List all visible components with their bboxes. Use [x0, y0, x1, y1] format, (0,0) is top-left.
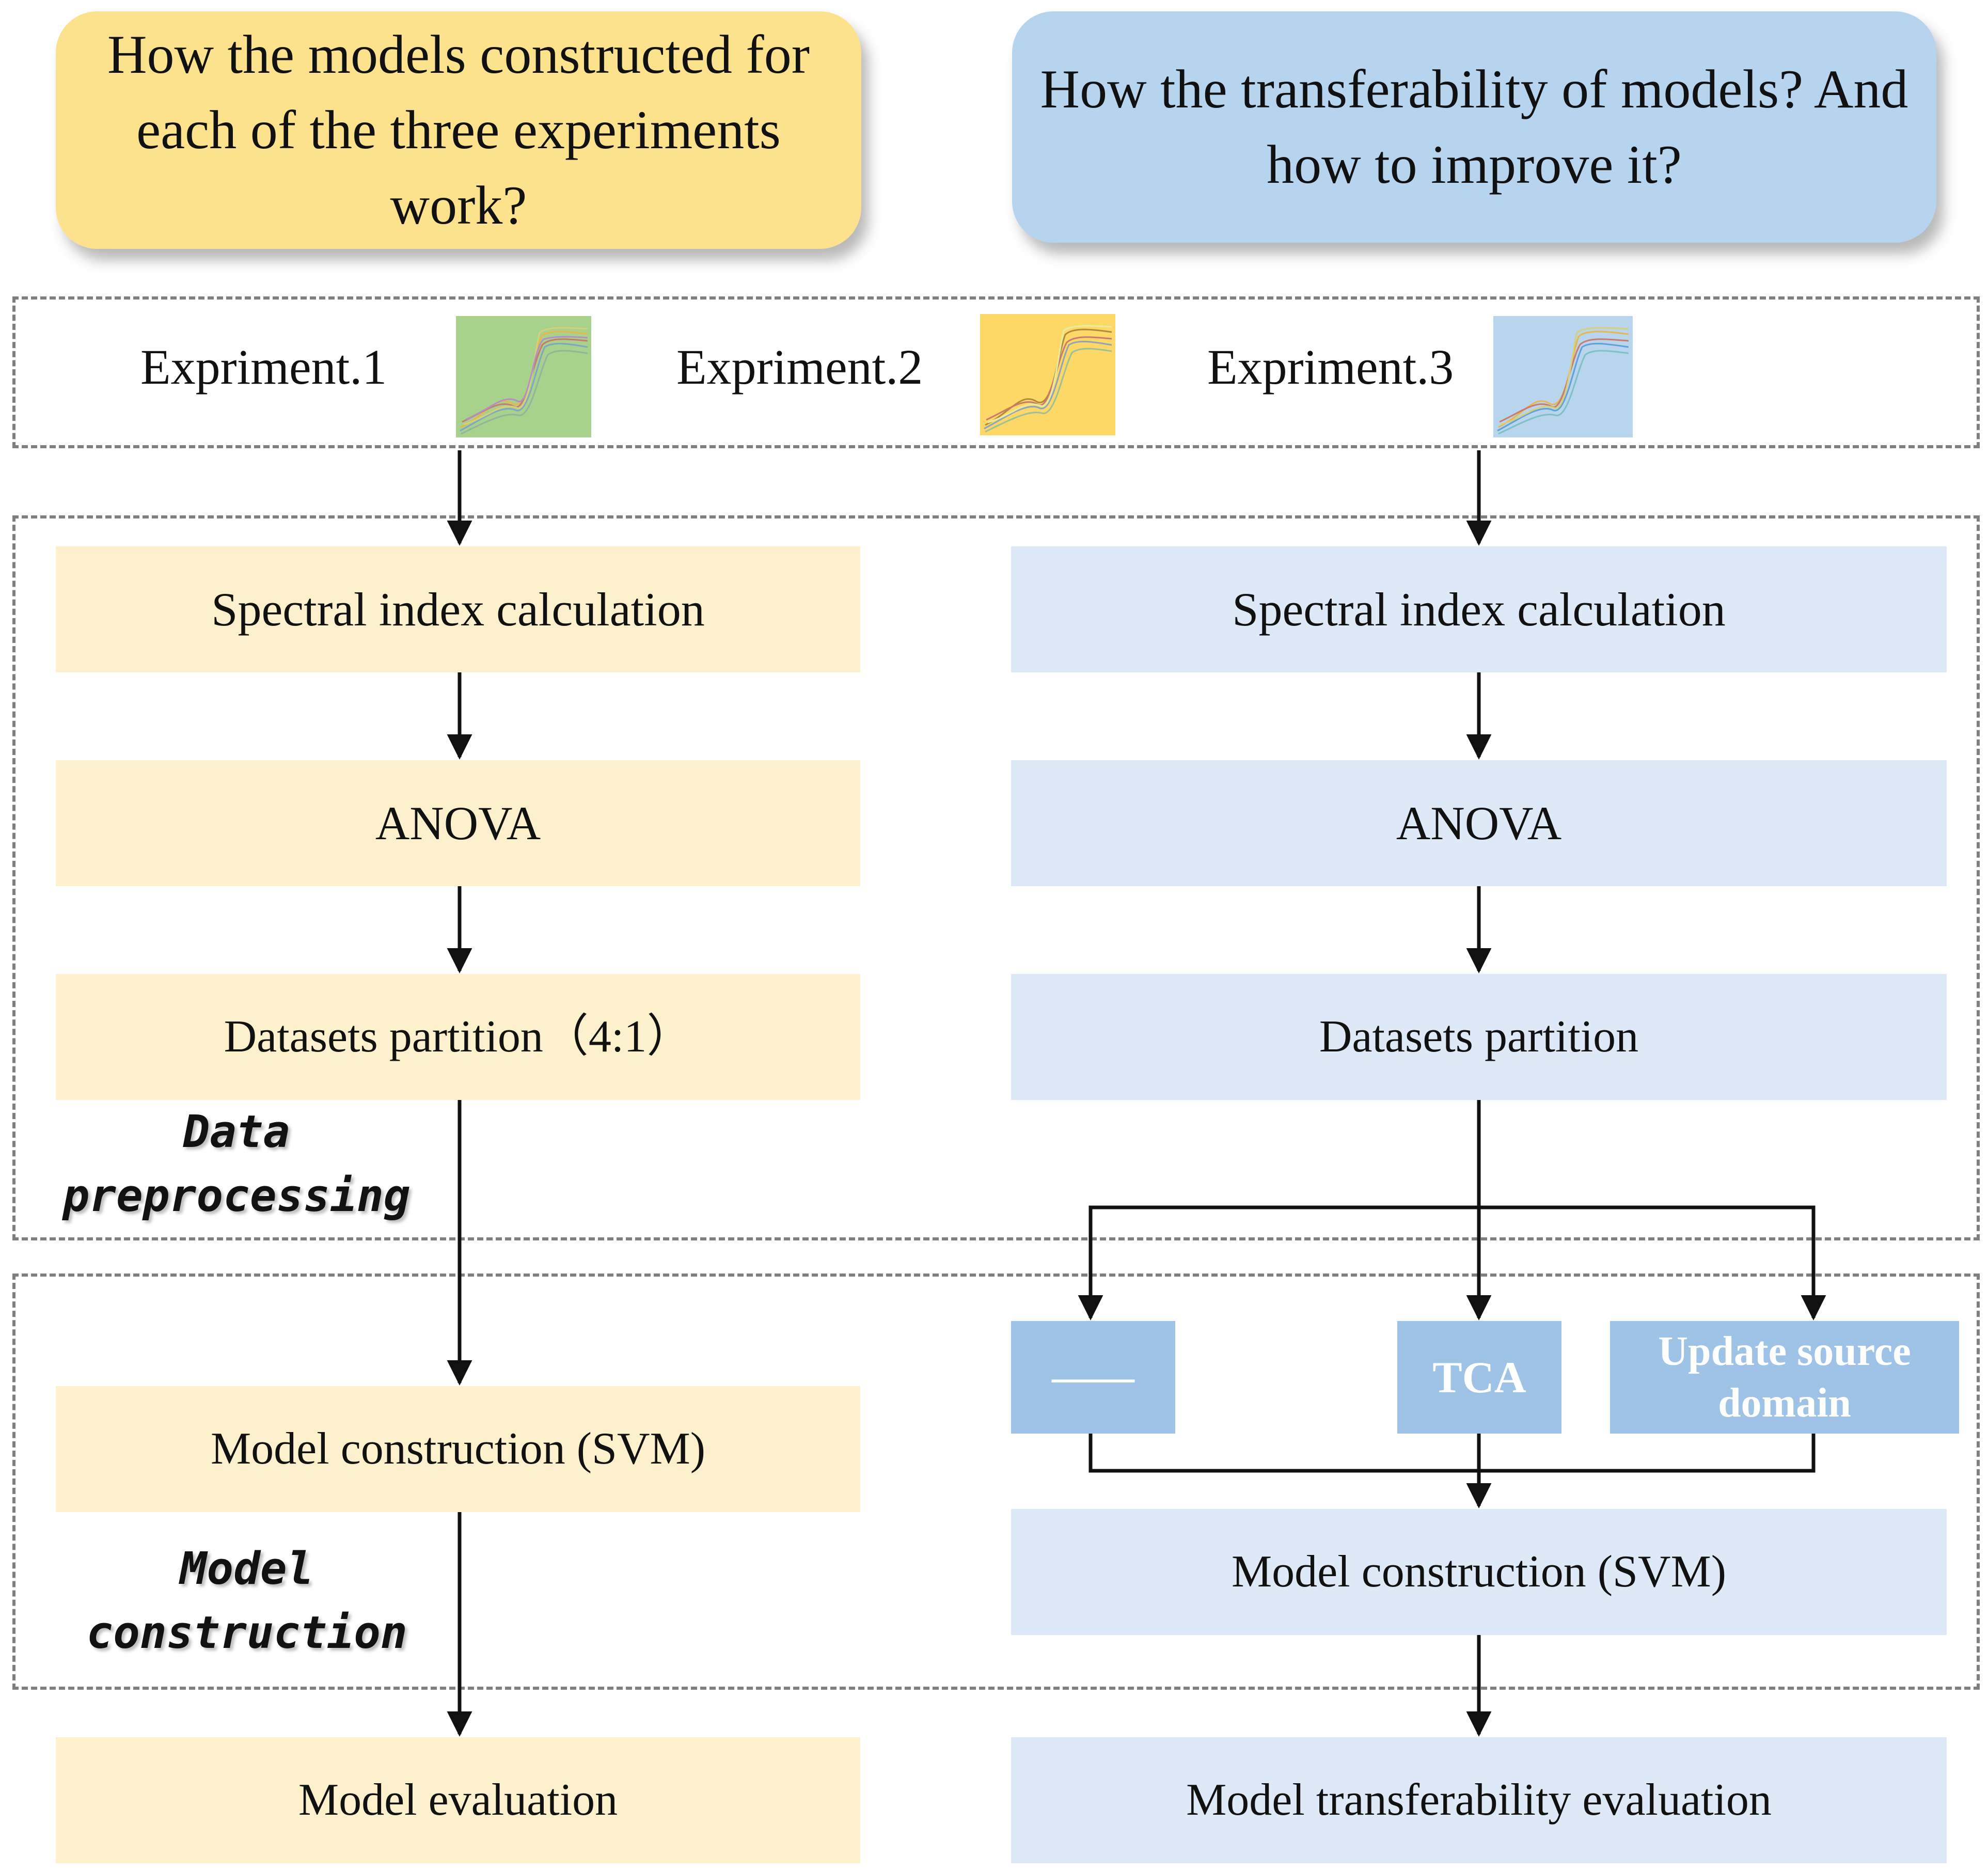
question-models-work-text: How the models constructed for each of t…	[107, 24, 810, 235]
experiment-1-spectra-thumbnail	[456, 316, 591, 437]
model-construction-label: Model construction	[86, 1543, 407, 1659]
option-update-source-domain-box: Update source domain	[1610, 1321, 1959, 1434]
spectra-curves-icon	[460, 327, 588, 435]
experiment-3-label: Expriment.3	[1207, 339, 1454, 395]
model-construction-region	[12, 1273, 1980, 1690]
left-model-evaluation-box: Model evaluation	[56, 1737, 860, 1863]
left-model-construction-box: Model construction (SVM)	[56, 1386, 860, 1512]
left-spectral-index-box: Spectral index calculation	[56, 546, 860, 672]
right-anova-box: ANOVA	[1011, 760, 1947, 886]
right-spectral-index-box: Spectral index calculation	[1011, 546, 1947, 672]
right-datasets-partition-box: Datasets partition	[1011, 974, 1947, 1100]
data-preprocessing-region	[12, 515, 1980, 1240]
experiment-2-label: Expriment.2	[676, 339, 923, 395]
right-model-construction-box: Model construction (SVM)	[1011, 1509, 1947, 1635]
option-no-transfer-box: ——	[1011, 1321, 1175, 1434]
spectra-curves-icon	[984, 325, 1112, 433]
experiment-3-spectra-thumbnail	[1493, 316, 1633, 437]
branch-split-line	[1088, 1205, 1816, 1318]
spectra-curves-icon	[1497, 327, 1629, 435]
right-transferability-evaluation-box: Model transferability evaluation	[1011, 1737, 1947, 1863]
option-no-transfer-text: ——	[1052, 1354, 1134, 1400]
question-transferability: How the transferability of models? And h…	[1012, 11, 1936, 243]
option-tca-box: TCA	[1397, 1321, 1561, 1434]
experiment-1-label: Expriment.1	[140, 339, 387, 395]
question-transferability-text: How the transferability of models? And h…	[1040, 59, 1908, 195]
left-datasets-partition-box: Datasets partition（4:1）	[56, 974, 860, 1100]
experiment-2-spectra-thumbnail	[980, 314, 1115, 435]
option-update-source-domain-text: Update source domain	[1658, 1329, 1911, 1426]
experiments-region	[12, 296, 1980, 448]
left-anova-box: ANOVA	[56, 760, 860, 886]
option-tca-text: TCA	[1432, 1353, 1526, 1402]
question-models-work: How the models constructed for each of t…	[56, 11, 861, 249]
data-preprocessing-label: Data preprocessing	[62, 1106, 411, 1222]
branch-merge-line	[1088, 1434, 1816, 1473]
